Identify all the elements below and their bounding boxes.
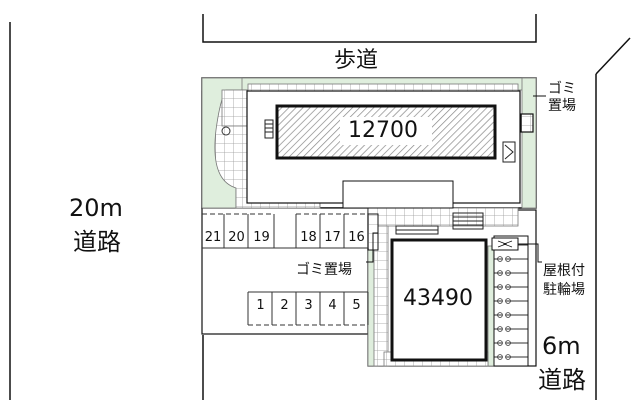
bicycle-parking-label-1: 屋根付 <box>543 263 585 279</box>
bicycle-parking <box>491 235 529 367</box>
leader-lines <box>366 95 546 263</box>
right-road-name-label: 道路 <box>538 366 586 394</box>
garbage-area-top-label-2: 置場 <box>548 98 576 114</box>
parking-space-number: 18 <box>300 230 317 245</box>
garbage-area-top-label-1: ゴミ <box>548 81 576 97</box>
left-road-width-label: 20m <box>69 194 123 222</box>
annex-building-code: 43490 <box>403 286 473 311</box>
stairs <box>395 212 484 235</box>
bicycle-parking-label-2: 駐輪場 <box>543 282 585 298</box>
parking-space-number: 5 <box>352 298 361 313</box>
parking-space-number: 4 <box>328 298 337 313</box>
parking-space-number: 21 <box>204 230 222 245</box>
tree-symbol <box>221 126 231 136</box>
parking-space-number: 19 <box>253 230 270 245</box>
entrance-symbol <box>502 141 516 163</box>
main-building <box>246 90 521 209</box>
garbage-area-top <box>520 113 534 133</box>
parking-space-number: 17 <box>324 230 341 245</box>
garbage-area-mid-label: ゴミ置場 <box>296 262 352 278</box>
stair-symbol <box>264 119 274 139</box>
parking-bays-top <box>202 213 369 249</box>
annex-building <box>390 238 488 362</box>
parking-space-number: 3 <box>304 298 313 313</box>
parking-space-number: 2 <box>280 298 289 313</box>
road-boundaries <box>9 14 631 400</box>
parking-space-number: 1 <box>256 298 265 313</box>
parking-space-number: 16 <box>348 230 365 245</box>
parking-bays-bottom <box>247 291 369 326</box>
sidewalk-label: 歩道 <box>334 48 379 73</box>
left-road-name-label: 道路 <box>73 228 121 256</box>
parking-space-number: 20 <box>228 230 245 245</box>
right-road-width-label: 6m <box>542 332 581 360</box>
main-building-code: 12700 <box>348 118 418 143</box>
